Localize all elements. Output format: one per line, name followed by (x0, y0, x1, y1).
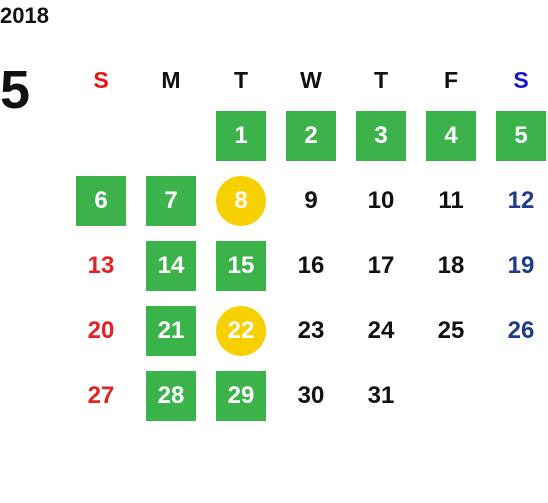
calendar-cell: 19 (486, 233, 548, 298)
calendar-cell (416, 363, 486, 428)
calendar-cell: 24 (346, 298, 416, 363)
calendar-cell: 15 (206, 233, 276, 298)
calendar-cell: 30 (276, 363, 346, 428)
calendar-day[interactable]: 14 (146, 240, 196, 291)
calendar-day[interactable]: 23 (297, 316, 325, 344)
calendar-cell: 17 (346, 233, 416, 298)
calendar-cell: 6 (66, 168, 136, 233)
calendar-day[interactable]: 3 (356, 110, 406, 161)
calendar-day[interactable]: 26 (507, 316, 535, 344)
weekday-monday: M (161, 67, 181, 93)
calendar-cell: 10 (346, 168, 416, 233)
calendar-day[interactable]: 5 (496, 110, 546, 161)
calendar-cell (66, 103, 136, 168)
calendar-day[interactable]: 25 (437, 316, 465, 344)
calendar-day[interactable]: 1 (216, 110, 266, 161)
calendar-day[interactable]: 17 (367, 251, 395, 279)
weekday-wednesday: W (300, 67, 322, 93)
calendar-cell: 26 (486, 298, 548, 363)
calendar-day[interactable]: 4 (426, 110, 476, 161)
calendar-day[interactable]: 16 (297, 251, 325, 279)
weekday-thursday: T (373, 67, 389, 93)
calendar-month: 5 (0, 60, 31, 120)
calendar-day[interactable]: 2 (286, 110, 336, 161)
calendar-cell: 25 (416, 298, 486, 363)
calendar-cell: 9 (276, 168, 346, 233)
calendar-cell: 22 (206, 298, 276, 363)
calendar-cell: 27 (66, 363, 136, 428)
calendar-day[interactable]: 7 (146, 175, 196, 226)
calendar-day[interactable]: 8 (216, 175, 266, 226)
calendar-day[interactable]: 27 (87, 381, 115, 409)
calendar-cell: 11 (416, 168, 486, 233)
calendar-day[interactable]: 18 (437, 251, 465, 279)
calendar-cell: 21 (136, 298, 206, 363)
calendar-cell: 7 (136, 168, 206, 233)
calendar-cell (486, 363, 548, 428)
calendar-day[interactable]: 24 (367, 316, 395, 344)
calendar-cell: 12 (486, 168, 548, 233)
calendar-cell: 31 (346, 363, 416, 428)
calendar-day[interactable]: 6 (76, 175, 126, 226)
calendar-cell: 29 (206, 363, 276, 428)
calendar-cell (136, 103, 206, 168)
calendar-cell: 14 (136, 233, 206, 298)
weekday-tuesday: T (233, 67, 249, 93)
weekday-saturday: S (513, 67, 529, 93)
calendar-day[interactable]: 28 (146, 370, 196, 421)
weekday-friday: F (443, 67, 459, 93)
calendar-day[interactable]: 21 (146, 305, 196, 356)
calendar-day[interactable]: 10 (367, 186, 395, 214)
calendar-cell: 3 (346, 103, 416, 168)
calendar-day[interactable]: 13 (87, 251, 115, 279)
calendar-year: 2018 (0, 3, 49, 28)
calendar-cell: 16 (276, 233, 346, 298)
calendar-cell: 1 (206, 103, 276, 168)
calendar-day[interactable]: 11 (438, 186, 464, 214)
calendar-day[interactable]: 31 (367, 381, 395, 409)
calendar-cell: 5 (486, 103, 548, 168)
calendar-day[interactable]: 30 (297, 381, 325, 409)
calendar-day[interactable]: 29 (216, 370, 266, 421)
calendar-cell: 28 (136, 363, 206, 428)
calendar-cell: 13 (66, 233, 136, 298)
calendar-day[interactable]: 19 (507, 251, 535, 279)
calendar-cell: 20 (66, 298, 136, 363)
calendar-day[interactable]: 15 (216, 240, 266, 291)
calendar-cell: 8 (206, 168, 276, 233)
calendar-cell: 2 (276, 103, 346, 168)
calendar-day[interactable]: 22 (216, 305, 266, 356)
calendar-day[interactable]: 9 (304, 186, 318, 214)
calendar-day[interactable]: 20 (87, 316, 115, 344)
calendar-cell: 18 (416, 233, 486, 298)
calendar-cell: 23 (276, 298, 346, 363)
calendar-day[interactable]: 12 (507, 186, 535, 214)
weekday-sunday: S (93, 67, 109, 93)
calendar-cell: 4 (416, 103, 486, 168)
